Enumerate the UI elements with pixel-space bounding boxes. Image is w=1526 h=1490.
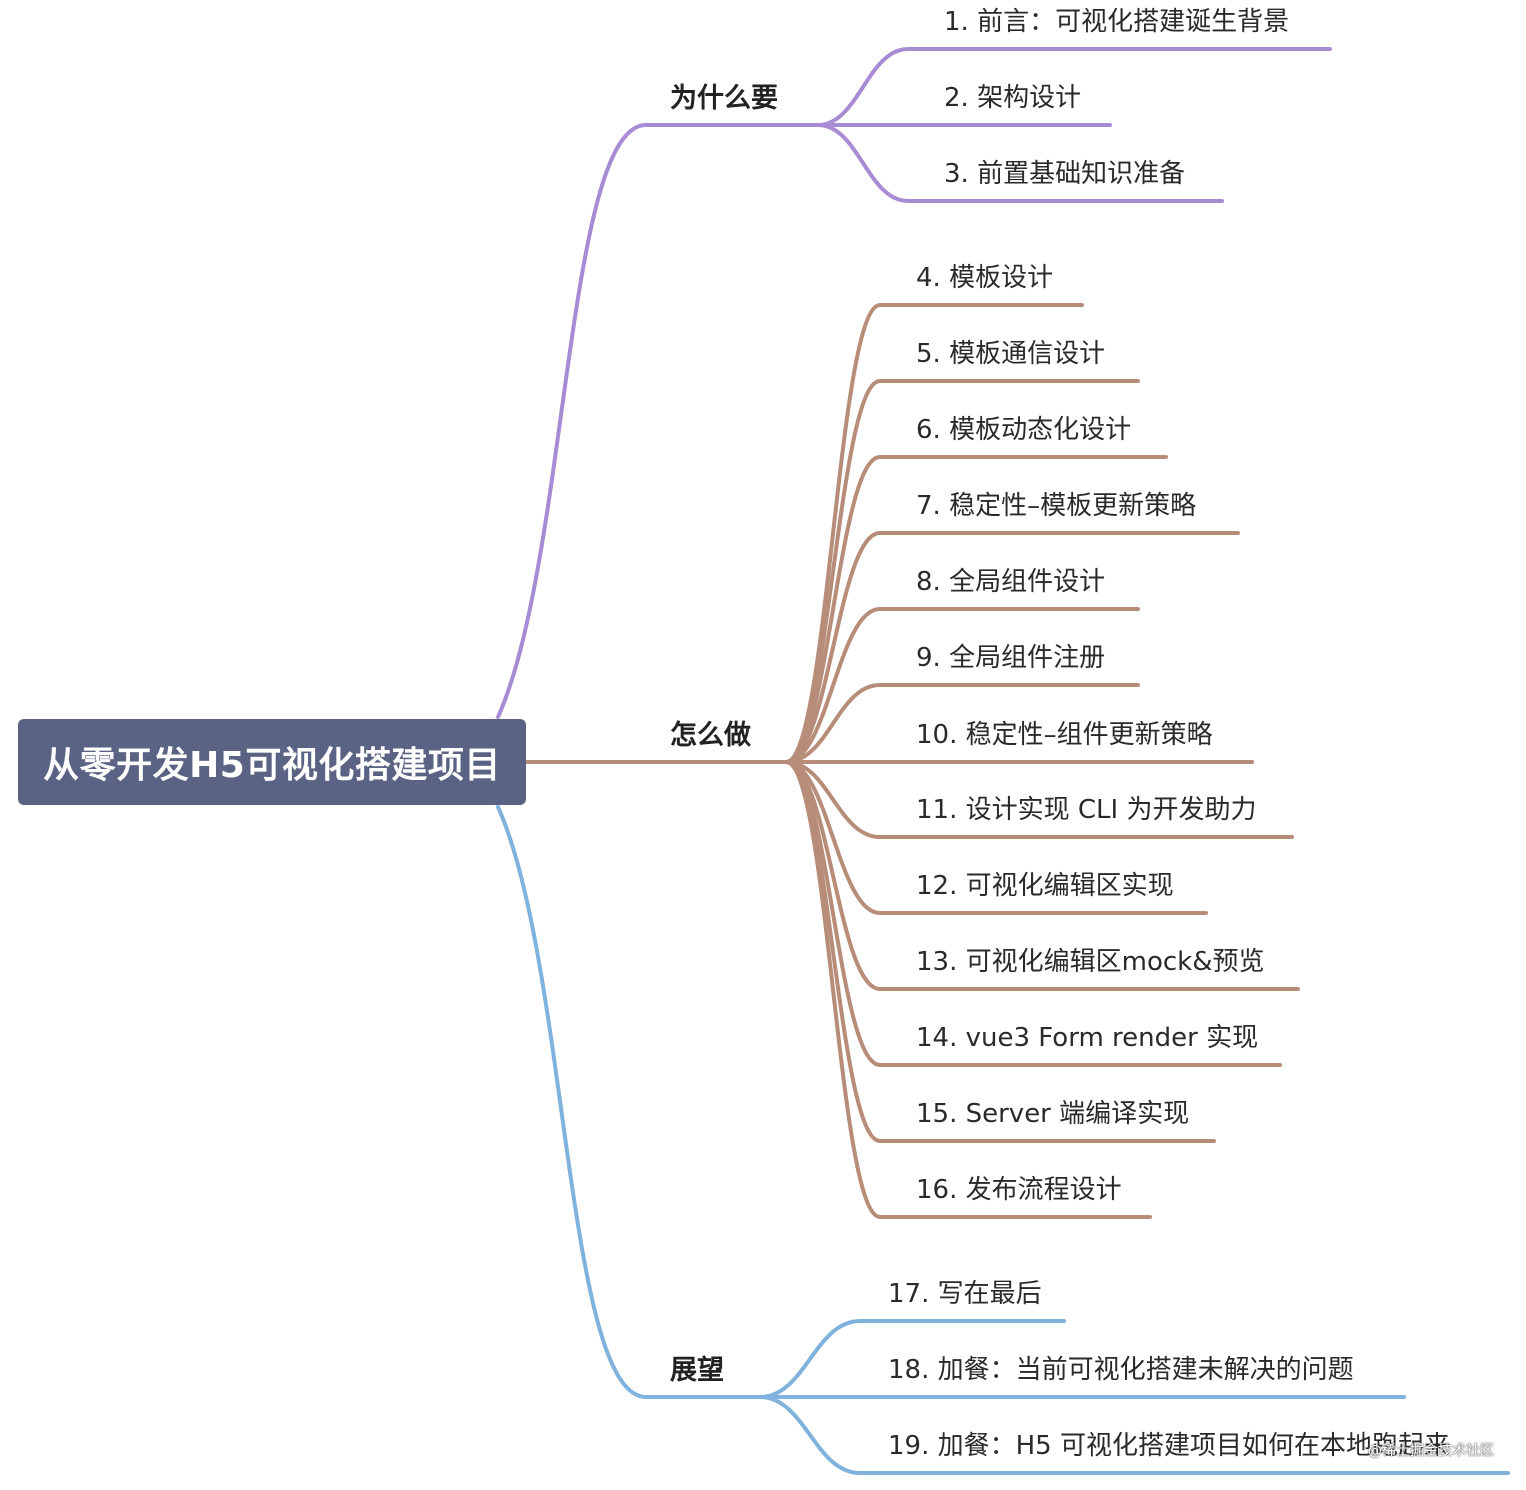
leaf-label[interactable]: 7. 稳定性–模板更新策略: [916, 491, 1197, 521]
connector-leaf-1-8: [784, 760, 1208, 915]
connector-leaf-2-2: [758, 1395, 1510, 1475]
leaf-label[interactable]: 4. 模板设计: [916, 263, 1054, 293]
connector-leaf-1-4: [784, 607, 1140, 764]
connector-root-to-branch-0: [496, 123, 820, 719]
connector-leaf-1-5: [784, 683, 1140, 764]
branch-label[interactable]: 展望: [670, 1355, 724, 1386]
branch-label[interactable]: 怎么做: [670, 720, 751, 751]
branch-label[interactable]: 为什么要: [670, 83, 778, 114]
leaf-label[interactable]: 8. 全局组件设计: [916, 567, 1106, 597]
leaf-label[interactable]: 14. vue3 Form render 实现: [916, 1023, 1259, 1053]
root-node-label: 从零开发H5可视化搭建项目: [43, 745, 501, 786]
leaf-label[interactable]: 2. 架构设计: [944, 83, 1082, 113]
leaf-label[interactable]: 18. 加餐：当前可视化搭建未解决的问题: [888, 1355, 1354, 1385]
leaf-label[interactable]: 10. 稳定性–组件更新策略: [916, 720, 1213, 750]
root-node[interactable]: 从零开发H5可视化搭建项目: [18, 719, 526, 805]
connector-leaf-1-3: [784, 531, 1240, 764]
connector-leaf-0-2: [816, 123, 1224, 203]
connector-leaf-1-7: [784, 760, 1294, 839]
leaf-label[interactable]: 1. 前言：可视化搭建诞生背景: [944, 7, 1290, 37]
leaf-label[interactable]: 16. 发布流程设计: [916, 1175, 1122, 1205]
leaf-label[interactable]: 12. 可视化编辑区实现: [916, 871, 1174, 901]
leaf-label[interactable]: 3. 前置基础知识准备: [944, 159, 1186, 189]
leaf-label[interactable]: 13. 可视化编辑区mock&预览: [916, 947, 1265, 977]
leaf-label[interactable]: 6. 模板动态化设计: [916, 415, 1132, 445]
leaf-label[interactable]: 9. 全局组件注册: [916, 643, 1106, 673]
watermark: @稀土掘金技术社区: [1368, 1443, 1494, 1459]
connector-leaf-1-12: [784, 760, 1152, 1219]
connector-root-to-branch-2: [496, 805, 762, 1399]
connector-leaf-2-0: [758, 1319, 1066, 1399]
leaf-label[interactable]: 11. 设计实现 CLI 为开发助力: [916, 795, 1257, 825]
connector-leaf-0-0: [816, 47, 1332, 127]
leaf-label[interactable]: 19. 加餐：H5 可视化搭建项目如何在本地跑起来: [888, 1431, 1450, 1461]
leaf-label[interactable]: 17. 写在最后: [888, 1279, 1042, 1309]
leaf-label[interactable]: 15. Server 端编译实现: [916, 1099, 1190, 1129]
connector-leaf-1-2: [784, 455, 1168, 764]
leaf-label[interactable]: 5. 模板通信设计: [916, 339, 1106, 369]
